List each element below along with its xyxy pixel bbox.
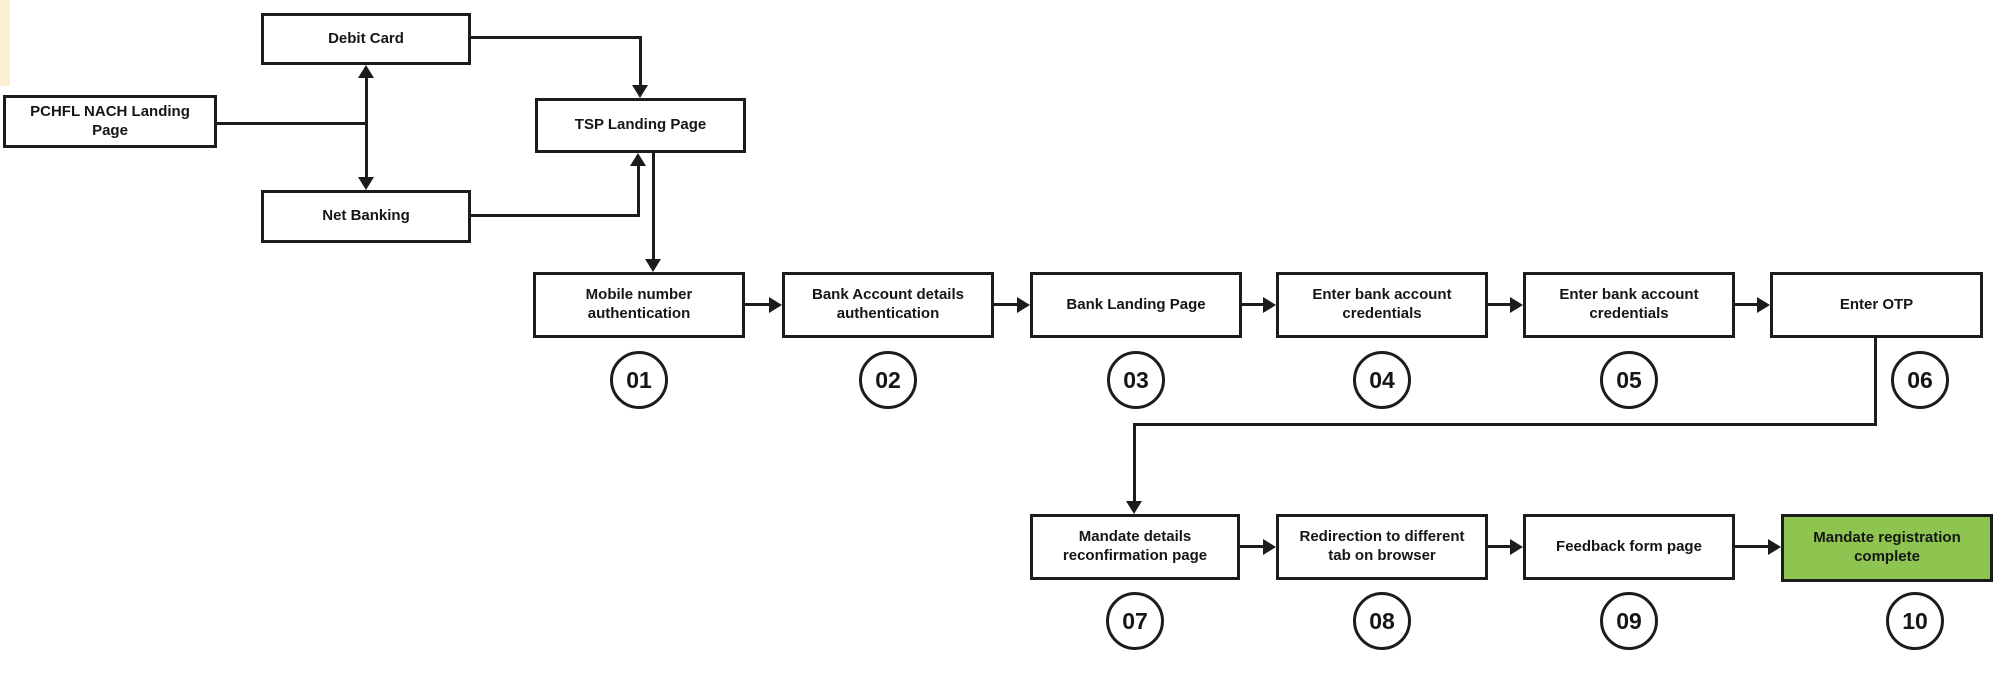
step-number-02: 02	[859, 351, 917, 409]
left-edge-highlight	[0, 0, 10, 86]
node-step-05-enter-credentials: Enter bank account credentials	[1523, 272, 1735, 338]
step-number-03: 03	[1107, 351, 1165, 409]
node-step-02-bank-account-auth: Bank Account details authentication	[782, 272, 994, 338]
step-number-09: 09	[1600, 592, 1658, 650]
connector-debit-to-tsp-v	[639, 36, 642, 85]
connector-step6-down	[1874, 338, 1877, 426]
connector-step1-step2	[745, 303, 770, 306]
node-step-01-mobile-auth: Mobile number authentication	[533, 272, 745, 338]
node-step-09-feedback-form: Feedback form page	[1523, 514, 1735, 580]
step-number-01: 01	[610, 351, 668, 409]
connector-netbanking-to-tsp-v	[637, 166, 640, 217]
arrowhead-down-to-step7-icon	[1126, 501, 1142, 514]
connector-netbanking-to-tsp-h	[471, 214, 640, 217]
arrowhead-right-step5-icon	[1510, 297, 1523, 313]
step-number-10: 10	[1886, 592, 1944, 650]
step-number-08: 08	[1353, 592, 1411, 650]
connector-step9-step10	[1735, 545, 1769, 548]
connector-landing-to-options	[217, 122, 368, 125]
arrowhead-right-step6-icon	[1757, 297, 1770, 313]
connector-to-step7-down	[1133, 423, 1136, 501]
node-step-10-registration-complete: Mandate registration complete	[1781, 514, 1993, 582]
connector-step2-step3	[994, 303, 1018, 306]
arrowhead-right-step3-icon	[1017, 297, 1030, 313]
connector-step4-step5	[1488, 303, 1511, 306]
node-net-banking: Net Banking	[261, 190, 471, 243]
connector-row-wrap	[1133, 423, 1877, 426]
arrowhead-up-to-debit-icon	[358, 65, 374, 78]
node-tsp-landing-page: TSP Landing Page	[535, 98, 746, 153]
node-pchfl-nach-landing-page: PCHFL NACH Landing Page	[3, 95, 217, 148]
connector-debit-to-tsp-h	[471, 36, 642, 39]
arrowhead-right-step8-icon	[1263, 539, 1276, 555]
arrowhead-right-step10-icon	[1768, 539, 1781, 555]
node-step-06-enter-otp: Enter OTP	[1770, 272, 1983, 338]
node-step-03-bank-landing: Bank Landing Page	[1030, 272, 1242, 338]
connector-debit-netbanking	[365, 78, 368, 177]
step-number-05: 05	[1600, 351, 1658, 409]
connector-step7-step8	[1240, 545, 1264, 548]
step-number-04: 04	[1353, 351, 1411, 409]
step-number-06: 06	[1891, 351, 1949, 409]
node-step-07-mandate-reconfirmation: Mandate details reconfirmation page	[1030, 514, 1240, 580]
arrowhead-up-to-tsp-icon	[630, 153, 646, 166]
connector-step3-step4	[1242, 303, 1264, 306]
arrowhead-down-to-tsp-icon	[632, 85, 648, 98]
node-step-04-enter-credentials: Enter bank account credentials	[1276, 272, 1488, 338]
arrowhead-down-to-netbanking-icon	[358, 177, 374, 190]
arrowhead-down-to-step1-icon	[645, 259, 661, 272]
connector-step5-step6	[1735, 303, 1758, 306]
connector-step8-step9	[1488, 545, 1511, 548]
connector-tsp-to-step1	[652, 153, 655, 259]
arrowhead-right-step9-icon	[1510, 539, 1523, 555]
node-debit-card: Debit Card	[261, 13, 471, 65]
step-number-07: 07	[1106, 592, 1164, 650]
node-step-08-redirection-tab: Redirection to different tab on browser	[1276, 514, 1488, 580]
arrowhead-right-step4-icon	[1263, 297, 1276, 313]
arrowhead-right-step2-icon	[769, 297, 782, 313]
